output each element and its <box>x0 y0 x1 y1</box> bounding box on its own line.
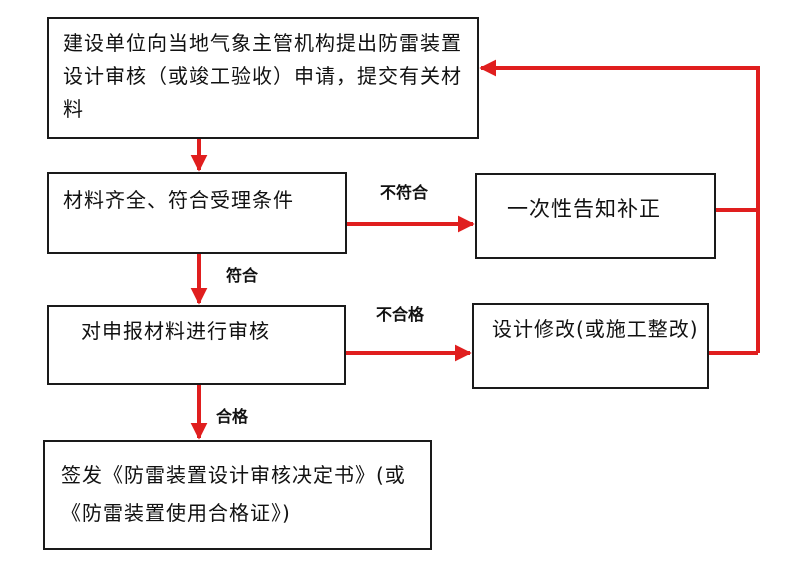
label-not-conform: 不符合 <box>380 183 429 202</box>
accept-box: 材料齐全、符合受理条件 <box>47 172 347 254</box>
label-conform: 符合 <box>226 266 259 285</box>
issue-box: 签发《防雷装置设计审核决定书》(或《防雷装置使用合格证》) <box>43 440 432 550</box>
apply-box: 建设单位向当地气象主管机构提出防雷装置设计审核（或竣工验收）申请，提交有关材料 <box>47 17 479 139</box>
label-pass: 合格 <box>216 407 249 426</box>
label-fail: 不合格 <box>376 305 425 324</box>
correct-box: 一次性告知补正 <box>475 173 716 259</box>
review-box: 对申报材料进行审核 <box>47 305 346 385</box>
modify-box: 设计修改(或施工整改) <box>472 303 709 389</box>
feedback-to-apply <box>479 59 760 353</box>
